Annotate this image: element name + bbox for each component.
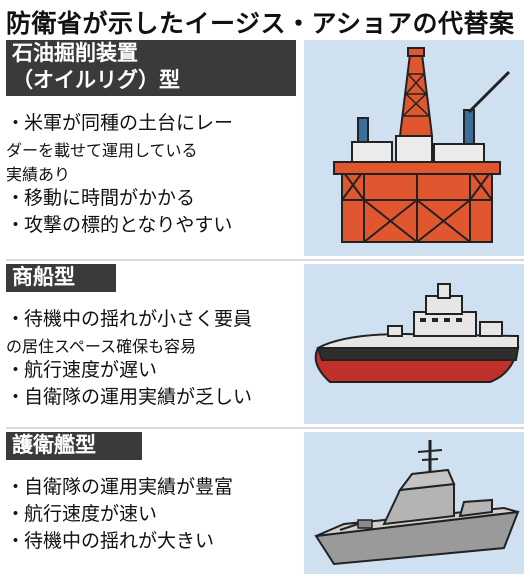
section-header-line: 商船型 [12, 265, 75, 289]
section-divider [6, 259, 524, 261]
section-bullets: ・ 自衛隊の運用実績が豊富 ・ 航行速度が速い ・ 待機中の揺れが大きい [6, 474, 296, 555]
section-bullets: ・ 米軍が同種の土台にレー ダーを載せて運用している 実績あり ・ 移動に時間が… [6, 110, 296, 239]
section-destroyer: 護衛艦型 ・ 自衛隊の運用実績が豊富 ・ 航行速度が速い ・ 待機中の揺れが大き… [6, 432, 524, 574]
section-header-merchant-ship: 商船型 [6, 264, 116, 292]
bullet-item: ・ 待機中の揺れが小さく要員 [6, 306, 296, 333]
bullet-text: 航行速度が遅い [24, 359, 158, 381]
section-header-line: 石油掘削装置 [12, 41, 138, 65]
bullet-marker: ・ [6, 214, 26, 236]
bullet-marker: ・ [6, 503, 26, 525]
bullet-text-continued: ダーを載せて運用している [6, 141, 198, 160]
bullet-marker: ・ [6, 187, 26, 209]
section-header-destroyer: 護衛艦型 [6, 432, 142, 460]
destroyer-icon [314, 440, 520, 566]
bullet-text: 移動に時間がかかる [24, 187, 196, 209]
bullet-marker: ・ [6, 112, 26, 134]
section-merchant-ship: 商船型 ・ 待機中の揺れが小さく要員 の居住スペース確保も容易 ・ 航行速度が遅… [6, 264, 524, 424]
bullet-item: ・ 米軍が同種の土台にレー [6, 110, 296, 137]
section-oil-rig: 石油掘削装置 （オイルリグ）型 ・ 米軍が同種の土台にレー ダーを載せて運用して… [6, 40, 524, 256]
bullet-item: ・ 航行速度が遅い [6, 357, 296, 384]
bullet-item: ・ 待機中の揺れが大きい [6, 528, 296, 555]
section-header-oil-rig: 石油掘削装置 （オイルリグ）型 [6, 40, 296, 96]
bullet-text: 航行速度が速い [24, 503, 158, 525]
section-bullets: ・ 待機中の揺れが小さく要員 の居住スペース確保も容易 ・ 航行速度が遅い ・ … [6, 306, 296, 411]
oil-rig-icon [333, 47, 511, 243]
page-title: 防衛省が示したイージス・アショアの代替案 [6, 9, 515, 38]
oil-rig-illustration [304, 40, 524, 256]
section-header-line: （オイルリグ）型 [12, 68, 180, 92]
bullet-marker: ・ [6, 386, 26, 408]
merchant-ship-illustration [304, 264, 524, 424]
bullet-text: 自衛隊の運用実績が乏しい [24, 386, 253, 408]
destroyer-illustration [304, 432, 524, 574]
bullet-text: 攻撃の標的となりやすい [24, 214, 233, 236]
bullet-item: ・ 自衛隊の運用実績が乏しい [6, 384, 296, 411]
bullet-text: 米軍が同種の土台にレー [24, 112, 234, 134]
bullet-marker: ・ [6, 308, 26, 330]
bullet-item: ・ 自衛隊の運用実績が豊富 [6, 474, 296, 501]
bullet-text: 待機中の揺れが大きい [24, 530, 215, 552]
bullet-text-continued: の居住スペース確保も容易 [6, 337, 197, 356]
bullet-item: ・ 航行速度が速い [6, 501, 296, 528]
section-header-line: 護衛艦型 [12, 433, 96, 457]
bullet-marker: ・ [6, 359, 26, 381]
bullet-text-continued: 実績あり [6, 165, 71, 184]
merchant-ship-icon [314, 283, 520, 383]
bullet-item: ・ 攻撃の標的となりやすい [6, 212, 296, 239]
bullet-marker: ・ [6, 476, 26, 498]
section-divider [6, 427, 524, 429]
bullet-text: 待機中の揺れが小さく要員 [24, 308, 253, 330]
bullet-text: 自衛隊の運用実績が豊富 [24, 476, 234, 498]
bullet-marker: ・ [6, 530, 26, 552]
bullet-item: ・ 移動に時間がかかる [6, 185, 296, 212]
